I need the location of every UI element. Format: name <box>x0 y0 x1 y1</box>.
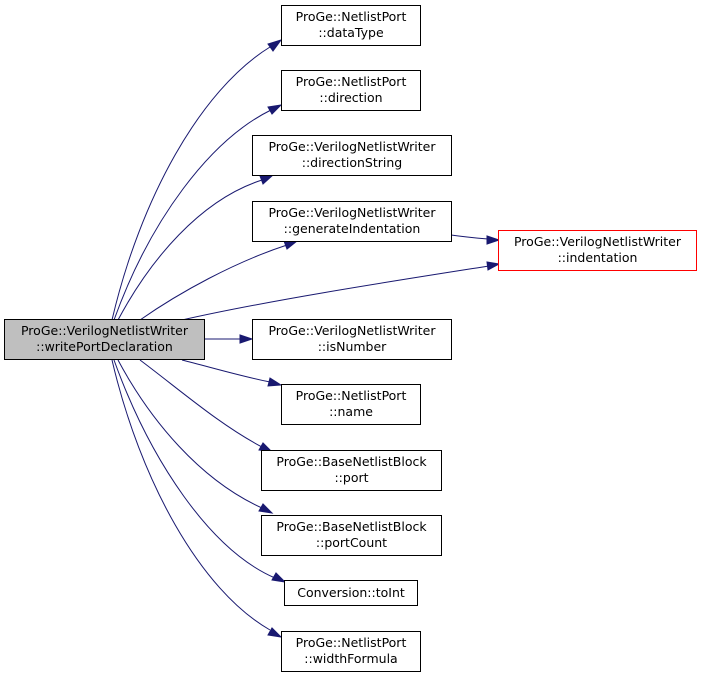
node-label-line1: ProGe::NetlistPort <box>296 74 407 89</box>
node-isnumber[interactable]: ProGe::VerilogNetlistWriter ::isNumber <box>252 319 452 360</box>
edge-to-portcount <box>117 359 263 509</box>
node-label-line1: ProGe::VerilogNetlistWriter <box>268 205 436 220</box>
node-label-line2: ::dataType <box>318 25 384 40</box>
node-label-line1: ProGe::VerilogNetlistWriter <box>268 139 436 154</box>
edge-to-direction-arrowhead <box>267 104 283 115</box>
node-label-line2: ::generateIndentation <box>284 221 421 236</box>
node-label-line1: ProGe::NetlistPort <box>296 9 407 24</box>
node-directionstring[interactable]: ProGe::VerilogNetlistWriter ::directionS… <box>252 135 452 176</box>
node-label-line2: ::writePortDeclaration <box>36 339 173 354</box>
node-label-line1: Conversion::toInt <box>297 585 405 600</box>
edge-to-name-arrowhead <box>267 377 283 387</box>
node-label-line1: ProGe::VerilogNetlistWriter <box>268 323 436 338</box>
node-label-line1: ProGe::VerilogNetlistWriter <box>514 234 682 249</box>
node-direction[interactable]: ProGe::NetlistPort ::direction <box>281 70 421 111</box>
edge-to-toint <box>113 359 276 579</box>
edge-to-port <box>139 359 263 448</box>
edge-to-datatype <box>111 46 271 321</box>
node-label-line1: ProGe::NetlistPort <box>296 388 407 403</box>
node-label-line2: ::portCount <box>316 535 387 550</box>
node-label-line1: ProGe::BaseNetlistBlock <box>276 454 427 469</box>
edge-to-datatype-arrowhead <box>267 39 283 52</box>
node-writeportdeclaration[interactable]: ProGe::VerilogNetlistWriter ::writePortD… <box>4 319 205 360</box>
node-label-line2: ::direction <box>319 90 382 105</box>
node-label-line1: ProGe::VerilogNetlistWriter <box>21 323 189 338</box>
edge-to-name <box>181 359 271 383</box>
node-label-line2: ::widthFormula <box>304 651 397 666</box>
edge-to-directionstring-arrowhead <box>259 174 275 185</box>
edge-to-generateindentation-arrowhead <box>283 240 299 250</box>
edge-to-toint-arrowhead <box>271 572 287 583</box>
edges <box>111 39 501 638</box>
node-generateindentation[interactable]: ProGe::VerilogNetlistWriter ::generateIn… <box>252 201 452 242</box>
node-label-line2: ::indentation <box>558 250 638 265</box>
edge-to-generateindentation <box>139 244 288 321</box>
node-label-line2: ::port <box>334 470 368 485</box>
edge-to-directionstring <box>117 179 263 321</box>
edge-to-widthformula-arrowhead <box>267 627 283 638</box>
edge-to-portcount-arrowhead <box>258 503 274 514</box>
node-label-line1: ProGe::BaseNetlistBlock <box>276 519 427 534</box>
node-label-line2: ::directionString <box>302 155 403 170</box>
edge-generateindentation-to-indentation-arrowhead <box>486 235 501 245</box>
edge-to-direction <box>113 109 272 321</box>
edge-to-isnumber-arrowhead <box>239 334 254 344</box>
node-label-line2: ::isNumber <box>318 339 387 354</box>
node-label-line1: ProGe::NetlistPort <box>296 635 407 650</box>
edge-to-indentation-from-root-arrowhead <box>486 261 501 271</box>
node-port[interactable]: ProGe::BaseNetlistBlock ::port <box>261 450 442 491</box>
edge-to-indentation-from-root <box>181 265 490 321</box>
node-datatype[interactable]: ProGe::NetlistPort ::dataType <box>281 5 421 46</box>
node-widthformula[interactable]: ProGe::NetlistPort ::widthFormula <box>281 631 421 672</box>
edge-to-widthformula <box>111 359 271 631</box>
node-indentation[interactable]: ProGe::VerilogNetlistWriter ::indentatio… <box>498 230 697 271</box>
node-name[interactable]: ProGe::NetlistPort ::name <box>281 384 421 425</box>
node-label-line2: ::name <box>329 404 373 419</box>
edge-generateindentation-to-indentation <box>450 234 489 240</box>
node-portcount[interactable]: ProGe::BaseNetlistBlock ::portCount <box>261 515 442 556</box>
node-toint[interactable]: Conversion::toInt <box>284 580 418 606</box>
